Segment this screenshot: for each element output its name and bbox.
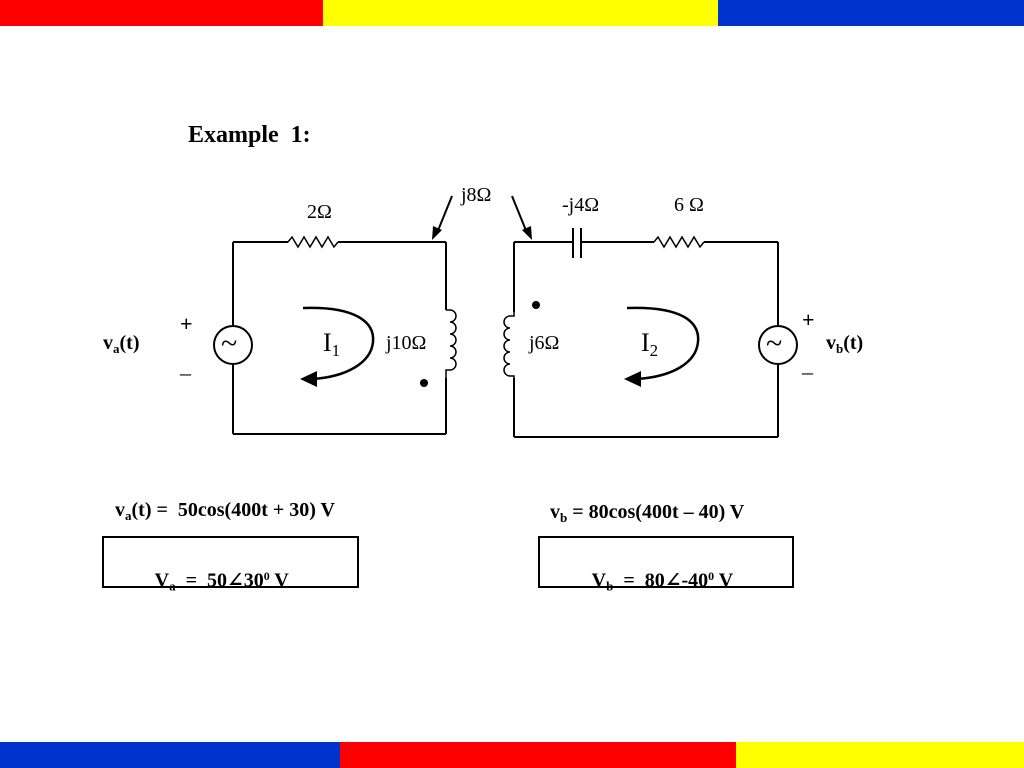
source-a-minus: – <box>180 360 191 385</box>
source-b-label: vb(t) <box>826 333 863 355</box>
top-bar-red <box>0 0 323 26</box>
inductor-j6-label: j6Ω <box>529 332 560 354</box>
loop-current-i1-main: I <box>323 328 332 357</box>
loop-arrowhead-1 <box>300 371 317 387</box>
phasor-vb: Vb = 80∠-400 V <box>582 550 734 594</box>
source-b-minus: – <box>802 359 813 384</box>
equation-vb-sub: b <box>560 509 568 525</box>
mutual-arrow-right <box>511 195 528 234</box>
source-b-plus: + <box>802 307 815 332</box>
phasor-va-main: V <box>154 569 170 592</box>
phasor-va-sub: a <box>169 578 176 594</box>
inductor-j10-label: j10Ω <box>386 332 427 354</box>
page-title: Example 1: <box>188 122 311 148</box>
equation-va-rest: (t) = 50cos(400t + 30) V <box>131 499 336 521</box>
dot-marker-l2 <box>532 301 540 309</box>
source-b-label-main: v <box>826 332 836 354</box>
source-b-symbol <box>758 325 798 365</box>
angle-icon: ∠ <box>227 569 244 592</box>
phasor-va-unit: V <box>269 569 289 592</box>
phasor-va-eq: = 50 <box>175 569 227 592</box>
equation-vb: vb = 80cos(400t – 40) V <box>540 482 744 524</box>
phasor-box-va <box>102 536 359 588</box>
phasor-vb-main: V <box>591 569 607 592</box>
phasor-vb-unit: V <box>714 569 734 592</box>
loop-current-i2-main: I <box>641 328 650 357</box>
loop-current-i1-sub: 1 <box>331 341 341 361</box>
equation-vb-main: v <box>550 501 560 523</box>
loop-current-i1-label: I1 <box>323 330 340 360</box>
source-a-label-rest: (t) <box>119 332 140 354</box>
loop-current-arc-1 <box>302 306 375 381</box>
phasor-vb-sub: b <box>606 578 614 594</box>
equation-va-sub: a <box>125 507 132 523</box>
phasor-va: Va = 50∠300 V <box>145 550 289 592</box>
phasor-vb-mag: -40 <box>681 569 709 592</box>
equation-va-main: v <box>115 499 125 521</box>
capacitor-label: -j4Ω <box>562 194 600 216</box>
resistor-6ohm <box>653 235 705 249</box>
bottom-bar-red <box>340 742 736 768</box>
source-a-label: va(t) <box>103 333 139 355</box>
inductor-j6 <box>503 312 515 378</box>
equation-va: va(t) = 50cos(400t + 30) V <box>105 480 335 522</box>
mutual-arrowhead-left <box>432 226 442 240</box>
equation-vb-rest: = 80cos(400t – 40) V <box>567 501 745 523</box>
source-a-symbol <box>213 325 253 365</box>
mutual-arrowhead-right <box>522 226 532 240</box>
mutual-arrow-left <box>436 195 453 234</box>
source-b-tilde-icon: ~ <box>766 327 783 360</box>
source-a-label-main: v <box>103 332 113 354</box>
loop-arrowhead-2 <box>624 371 641 387</box>
phasor-vb-sup: 0 <box>708 569 715 583</box>
source-a-plus: + <box>180 311 193 336</box>
dot-marker-l1 <box>420 379 428 387</box>
loop-current-arc-2 <box>626 306 700 381</box>
inductor-j10 <box>445 309 457 378</box>
source-b-label-sub: b <box>836 340 844 356</box>
top-bar-yellow <box>323 0 718 26</box>
resistor-6ohm-label: 6 Ω <box>674 194 704 216</box>
phasor-box-vb <box>538 536 794 588</box>
source-b-label-rest: (t) <box>843 332 864 354</box>
top-bar-blue <box>718 0 1024 26</box>
phasor-vb-eq: = 80 <box>613 569 665 592</box>
resistor-2ohm-label: 2Ω <box>307 201 332 223</box>
loop-current-i2-sub: 2 <box>649 341 659 361</box>
loop-current-i2-label: I2 <box>641 330 658 360</box>
source-a-tilde-icon: ~ <box>221 327 238 360</box>
source-a-label-sub: a <box>113 340 120 356</box>
phasor-va-mag: 30 <box>243 569 264 592</box>
mutual-inductance-label: j8Ω <box>461 184 492 206</box>
bottom-bar-blue <box>0 742 340 768</box>
angle-icon: ∠ <box>664 569 682 592</box>
bottom-bar-yellow <box>736 742 1024 768</box>
phasor-va-sup: 0 <box>263 569 270 583</box>
resistor-2ohm <box>287 235 339 249</box>
